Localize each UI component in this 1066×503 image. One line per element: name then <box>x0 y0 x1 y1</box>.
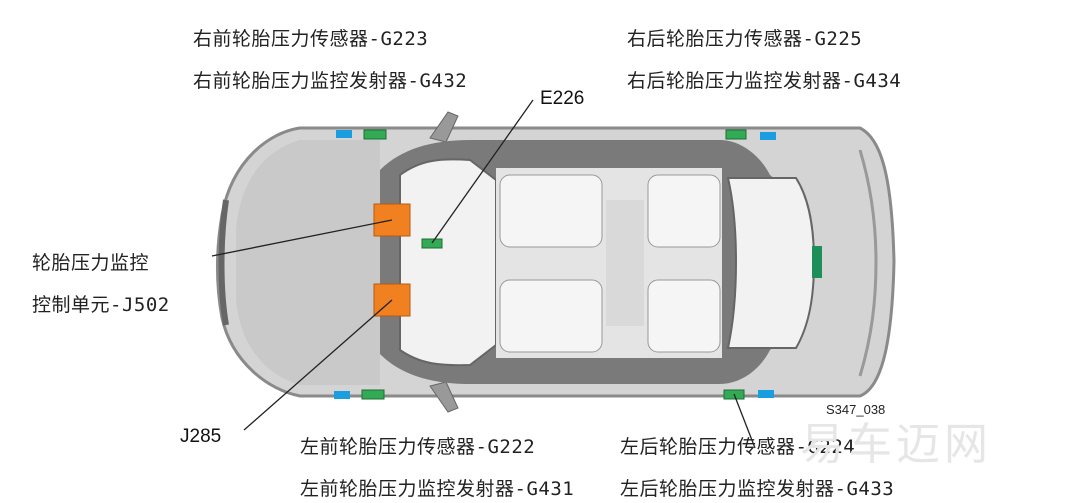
watermark: 易车迈网 <box>800 419 992 470</box>
label-control-unit-line2: 控制单元-J502 <box>32 294 170 316</box>
leader-j502 <box>211 219 393 257</box>
figure-code: S347_038 <box>826 402 886 417</box>
rear-window <box>726 177 816 349</box>
transmitter-rear-left <box>758 390 774 398</box>
left-mirror <box>429 381 459 413</box>
label-fl-transmitter: 左前轮胎压力监控发射器-G431 <box>300 478 575 500</box>
trunk <box>858 149 878 377</box>
label-rr-sensor: 右后轮胎压力传感器-G225 <box>627 28 863 50</box>
label-rl-sensor: 左后轮胎压力传感器-G224 <box>620 436 856 458</box>
front-grille <box>218 199 229 326</box>
seat-front-right <box>499 174 603 248</box>
leader-rear-left <box>733 393 756 449</box>
label-fr-transmitter: 右前轮胎压力监控发射器-G432 <box>193 70 468 92</box>
label-control-unit-line1: 轮胎压力监控 <box>32 252 150 274</box>
sensor-front-left <box>361 389 385 400</box>
sensor-e226 <box>421 238 443 249</box>
label-j285: J285 <box>180 426 222 447</box>
seat-rear-right <box>647 174 721 248</box>
rear-antenna <box>812 246 822 278</box>
label-fl-sensor: 左前轮胎压力传感器-G222 <box>300 436 536 458</box>
sensor-rear-right <box>725 129 747 140</box>
sensor-front-right <box>363 129 387 140</box>
label-rr-transmitter: 右后轮胎压力监控发射器-G434 <box>627 70 902 92</box>
transmitter-rear-right <box>760 132 776 140</box>
label-rl-transmitter: 左后轮胎压力监控发射器-G433 <box>620 478 895 500</box>
seat-rear-left <box>647 279 721 353</box>
windshield <box>399 158 497 367</box>
label-e226: E226 <box>540 88 585 109</box>
leader-e226 <box>431 99 534 244</box>
right-mirror <box>429 111 459 143</box>
transmitter-front-right <box>336 130 352 138</box>
label-fr-sensor: 右前轮胎压力传感器-G223 <box>193 28 429 50</box>
transmitter-front-left <box>334 391 350 399</box>
leader-j285 <box>243 299 393 431</box>
hood <box>236 140 380 385</box>
center-console <box>606 200 644 326</box>
seat-front-left <box>499 279 603 353</box>
